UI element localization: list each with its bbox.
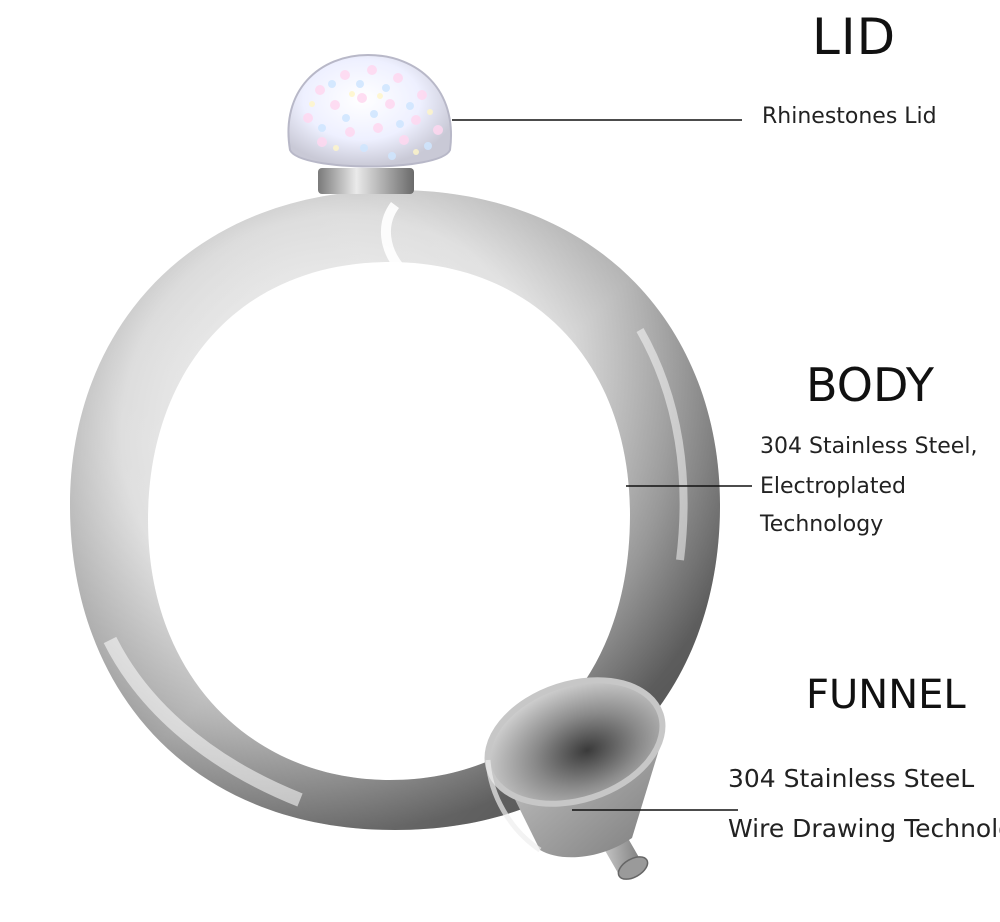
funnel-icon [484,677,666,880]
body-title: BODY [806,358,934,412]
body-description-line: Technology [760,512,884,537]
funnel-description-line: 304 Stainless SteeL [728,764,975,793]
lid-title: LID [812,8,897,66]
funnel-title: FUNNEL [806,672,966,718]
rhinestone-cap-icon [287,53,453,168]
neck-icon [318,168,414,194]
ring-flask-icon [70,190,720,830]
funnel-description-line: Wire Drawing Technology [728,814,1000,843]
body-description-line: 304 Stainless Steel, [760,434,978,459]
lid-description: Rhinestones Lid [762,104,937,129]
body-description-line: Electroplated [760,474,906,499]
